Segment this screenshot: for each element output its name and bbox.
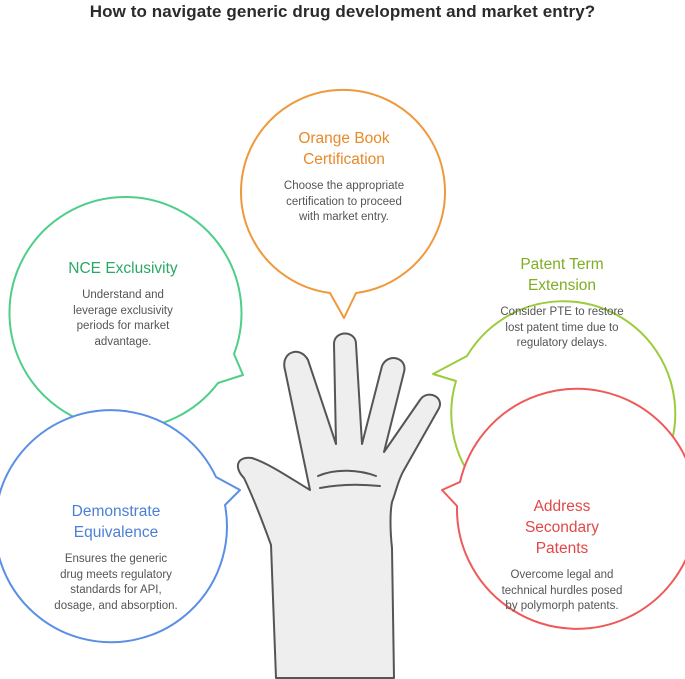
bubble-description-line: leverage exclusivity — [73, 304, 173, 317]
bubble-heading-line: Patents — [535, 540, 589, 557]
bubble-description-line: advantage. — [94, 335, 152, 348]
bubble-description: Overcome legal and technical hurdles pose… — [450, 568, 674, 615]
palm-crease-upper — [317, 469, 377, 477]
bubble-heading-line: Patent Term — [520, 256, 604, 273]
bubble-heading-line: Address — [533, 498, 591, 515]
bubble-description-line: Ensures the generic — [64, 553, 168, 565]
bubble-description-line: with market entry. — [299, 211, 389, 223]
bubble-description-line: standards for API, — [70, 584, 162, 596]
bubble-description: Consider PTE to restore lost patent time … — [450, 305, 674, 352]
bubble-description-line: lost patent time due to — [505, 321, 619, 334]
bubble-description-line: technical hurdles posed — [501, 584, 623, 597]
bubble-heading-line: Certification — [303, 151, 385, 168]
bubble-description-line: Understand and — [82, 289, 164, 301]
diagram-title: How to navigate generic drug development… — [89, 2, 596, 21]
bubble-description-line: periods for market — [76, 320, 170, 332]
bubble-description-line: regulatory delays. — [516, 337, 608, 349]
bubble-heading-line: Equivalence — [73, 524, 159, 541]
bubble-description-line: Consider PTE to restore — [500, 306, 624, 318]
bubble-description-line: by polymorph patents. — [505, 600, 619, 612]
bubble-description-line: certification to proceed — [286, 195, 402, 208]
bubble-description-line: drug meets regulatory — [60, 568, 172, 581]
hand-outline — [236, 332, 441, 679]
bubble-description: Understand and leverage exclusivity period… — [14, 288, 232, 350]
bubble-description: Choose the appropriate certification to p… — [232, 179, 456, 226]
bubble-heading-line: Orange Book — [298, 130, 390, 147]
bubble-description-line: dosage, and absorption. — [54, 599, 178, 612]
bubble-heading-line: Secondary — [524, 519, 600, 536]
bubble-heading: NCE Exclusivity — [14, 258, 232, 279]
bubble-description-line: Overcome legal and — [510, 569, 614, 581]
bubble-description: Ensures the generic drug meets regulatory… — [8, 552, 224, 614]
bubble-description-line: Choose the appropriate — [283, 180, 405, 192]
bubble-orange-book — [240, 88, 446, 319]
bubble-address-secondary-patents — [441, 387, 685, 630]
bubble-heading-line: Demonstrate — [71, 503, 161, 520]
bubble-heading-line: NCE Exclusivity — [68, 260, 178, 277]
bubble-demonstrate-equivalence — [0, 409, 241, 644]
palm-crease-lower — [319, 483, 381, 489]
bubble-heading-line: Extension — [527, 277, 597, 294]
hand-icon — [236, 332, 441, 679]
